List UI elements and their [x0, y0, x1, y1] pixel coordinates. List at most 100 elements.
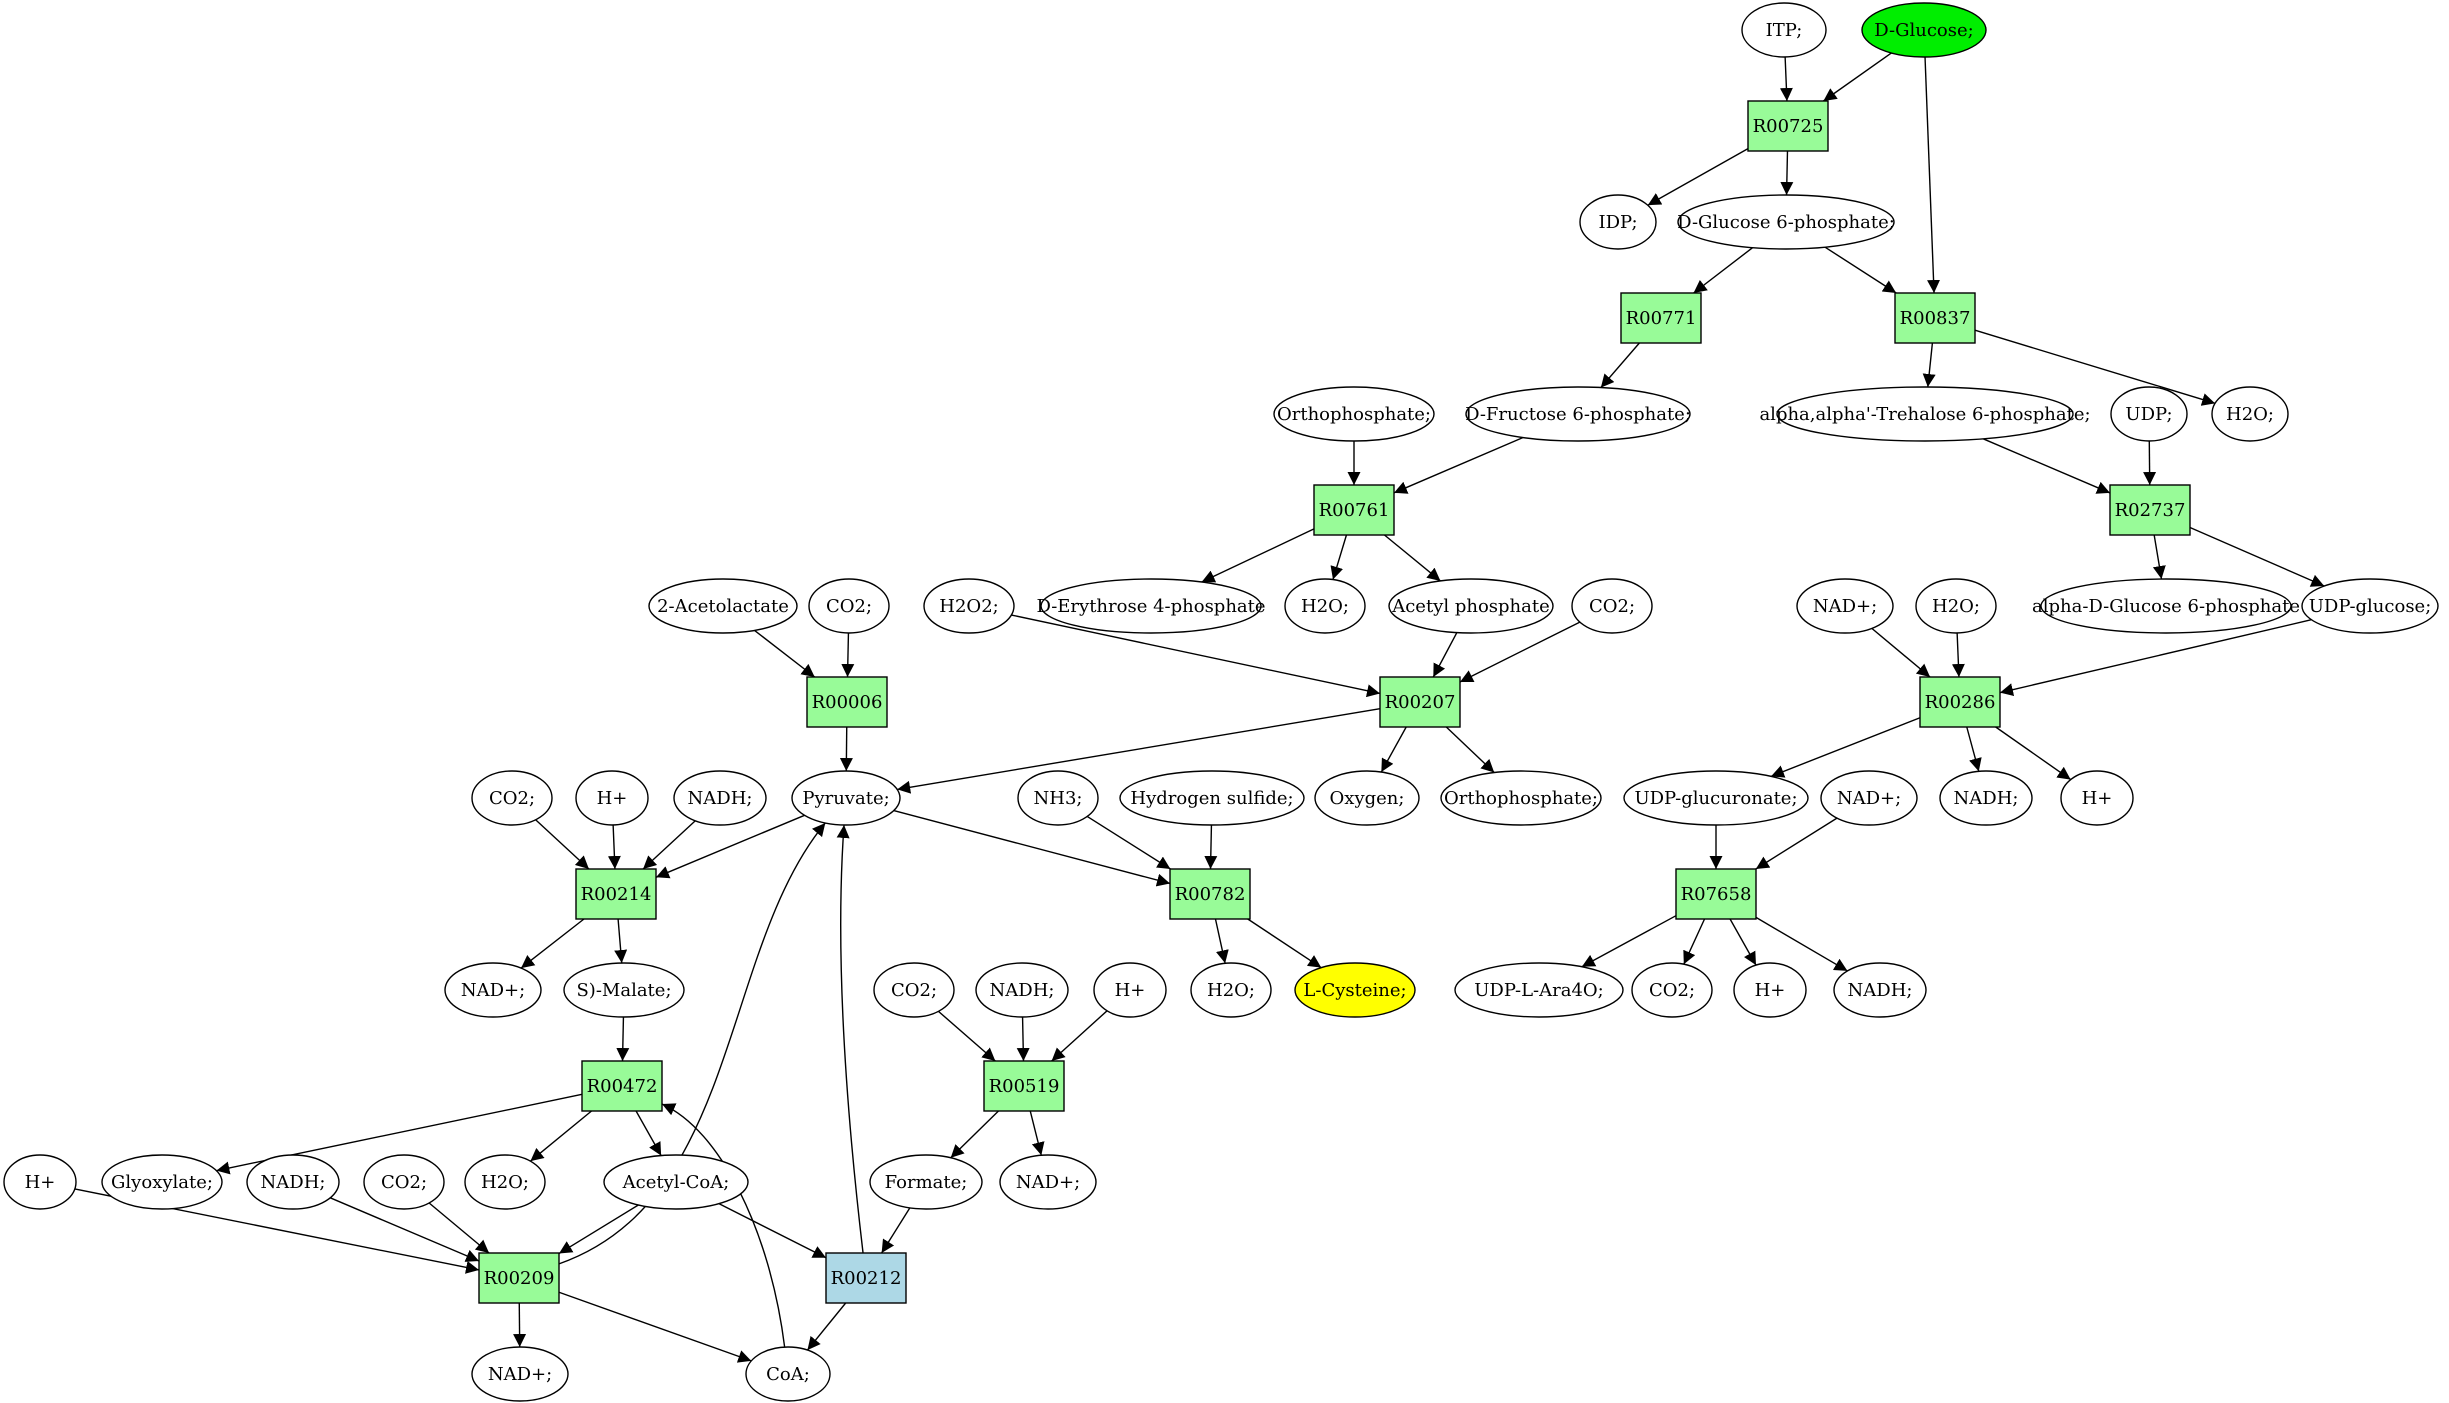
compound-ellipse [471, 1346, 569, 1402]
compound-node-c_hplus_a[interactable]: H+ [575, 770, 649, 826]
compound-node-c_trehalose[interactable]: alpha,alpha'-Trehalose 6-phosphate; [1759, 386, 2091, 442]
compound-node-c_hplus_d[interactable]: H+ [1733, 962, 1807, 1018]
reaction-node-r_R00286[interactable]: R00286 [1919, 676, 2001, 728]
compound-node-c_h2s[interactable]: Hydrogen sulfide; [1119, 770, 1305, 826]
reaction-node-r_R00006[interactable]: R00006 [806, 676, 888, 728]
compound-node-c_h2o2[interactable]: H2O2; [923, 578, 1015, 634]
compound-node-c_h2o_c[interactable]: H2O; [1915, 578, 1997, 634]
edge-c_h2o_c-to-r_R00286 [1951, 632, 1965, 678]
edge-r_R00725-to-c_idp [1647, 147, 1749, 206]
node-label: ITP; [1766, 20, 1803, 41]
compound-node-c_co2_a[interactable]: CO2; [808, 578, 890, 634]
edge-c_g6p-to-r_R00771 [1693, 247, 1753, 294]
compound-node-c_h2o_d[interactable]: H2O; [1190, 962, 1272, 1018]
compound-node-c_nadh_e[interactable]: NADH; [246, 1154, 340, 1210]
compound-ellipse [1939, 770, 2033, 826]
compound-node-c_udpgluc[interactable]: UDP-glucuronate; [1623, 770, 1809, 826]
compound-node-c_udpara[interactable]: UDP-L-Ara4O; [1454, 962, 1624, 1018]
compound-node-c_nh3[interactable]: NH3; [1017, 770, 1099, 826]
node-label: Acetyl phosphate [1391, 596, 1550, 617]
edge-r_R00207-to-c_ortho2 [1445, 726, 1495, 774]
compound-node-c_acoa[interactable]: Acetyl-CoA; [603, 1154, 749, 1210]
node-label: R00472 [587, 1076, 658, 1097]
node-label: Oxygen; [1330, 788, 1405, 809]
compound-node-c_nadh_b[interactable]: NADH; [1939, 770, 2033, 826]
compound-node-c_udpglc[interactable]: UDP-glucose; [2301, 578, 2439, 634]
compound-node-c_h2o_b[interactable]: H2O; [1284, 578, 1366, 634]
compound-node-c_adg6p[interactable]: alpha-D-Glucose 6-phosphate [2032, 578, 2300, 634]
node-label: R00761 [1319, 500, 1390, 521]
edge-c_nadh_e-to-r_R00209 [329, 1197, 480, 1262]
compound-ellipse [444, 962, 542, 1018]
reaction-node-r_R00837[interactable]: R00837 [1894, 292, 1976, 344]
node-label: Hydrogen sulfide; [1130, 788, 1293, 809]
reaction-node-r_R00209[interactable]: R00209 [478, 1252, 560, 1304]
compound-node-c_dglucose[interactable]: D-Glucose; [1861, 2, 1987, 58]
compound-node-c_coa[interactable]: CoA; [745, 1346, 831, 1402]
compound-node-c_nad_e[interactable]: NAD+; [471, 1346, 569, 1402]
compound-node-c_nad_a[interactable]: NAD+; [1796, 578, 1894, 634]
compound-node-c_nad_b[interactable]: NAD+; [1820, 770, 1918, 826]
compound-node-c_h2o_e[interactable]: H2O; [464, 1154, 546, 1210]
node-label: Glyoxylate; [111, 1172, 213, 1193]
compound-node-c_nadh_c[interactable]: NADH; [975, 962, 1069, 1018]
compound-node-c_smalate[interactable]: S)-Malate; [563, 962, 685, 1018]
compound-node-c_idp[interactable]: IDP; [1579, 194, 1657, 250]
reaction-node-r_R00207[interactable]: R00207 [1379, 676, 1461, 728]
node-label: IDP; [1598, 212, 1637, 233]
compound-node-c_acp[interactable]: Acetyl phosphate [1388, 578, 1554, 634]
compound-node-c_co2_c[interactable]: CO2; [471, 770, 553, 826]
edge-r_R00214-to-c_nad_c [520, 918, 585, 969]
compound-node-c_e4p[interactable]: D-Erythrose 4-phosphate [1036, 578, 1266, 634]
compound-node-c_formate[interactable]: Formate; [869, 1154, 983, 1210]
edge-r_R00761-to-c_e4p [1201, 528, 1315, 583]
reaction-node-r_R00771[interactable]: R00771 [1620, 292, 1702, 344]
compound-node-c_h2o_a[interactable]: H2O; [2211, 386, 2289, 442]
compound-ellipse [999, 1154, 1097, 1210]
compound-node-c_hplus_c[interactable]: H+ [1093, 962, 1167, 1018]
compound-node-c_nad_d[interactable]: NAD+; [999, 1154, 1097, 1210]
compound-node-c_lcys[interactable]: L-Cysteine; [1294, 962, 1416, 1018]
reaction-node-r_R07658[interactable]: R07658 [1675, 868, 1757, 920]
compound-node-c_hplus_b[interactable]: H+ [2060, 770, 2134, 826]
compound-node-c_f6p[interactable]: D-Fructose 6-phosphate; [1465, 386, 1691, 442]
compound-node-c_hplus_e[interactable]: H+ [3, 1154, 77, 1210]
compound-node-c_glyox[interactable]: Glyoxylate; [101, 1154, 223, 1210]
edge-r_R00472-to-c_h2o_e [529, 1110, 592, 1162]
compound-ellipse [1465, 386, 1691, 442]
compound-node-c_2acet[interactable]: 2-Acetolactate [648, 578, 798, 634]
compound-ellipse [1294, 962, 1416, 1018]
compound-node-c_g6p[interactable]: D-Glucose 6-phosphate; [1677, 194, 1895, 250]
reaction-node-r_R00782[interactable]: R00782 [1169, 868, 1251, 920]
compound-node-c_co2_f[interactable]: CO2; [363, 1154, 445, 1210]
node-label: UDP; [2125, 404, 2172, 425]
compound-ellipse [1796, 578, 1894, 634]
edge-r_R00837-to-c_trehalose [1922, 342, 1936, 388]
compound-node-c_nadh_a[interactable]: NADH; [673, 770, 767, 826]
compound-node-c_ortho2[interactable]: Orthophosphate; [1440, 770, 1602, 826]
reaction-node-r_R00214[interactable]: R00214 [575, 868, 657, 920]
compound-node-c_itp[interactable]: ITP; [1741, 2, 1827, 58]
compound-node-c_co2_e[interactable]: CO2; [1631, 962, 1713, 1018]
edge-c_dglucose-to-r_R00725 [1823, 52, 1892, 102]
reaction-node-r_R00761[interactable]: R00761 [1313, 484, 1395, 536]
node-label: NAD+; [488, 1364, 552, 1385]
compound-node-c_pyruvate[interactable]: Pyruvate; [791, 770, 901, 826]
reaction-node-r_R00519[interactable]: R00519 [983, 1060, 1065, 1112]
compound-node-c_udp[interactable]: UDP; [2110, 386, 2188, 442]
edge-r_R00212-to-c_coa [806, 1302, 847, 1351]
compound-node-c_nad_c[interactable]: NAD+; [444, 962, 542, 1018]
compound-node-c_oxygen[interactable]: Oxygen; [1314, 770, 1420, 826]
edge-c_nadh_c-to-r_R00519 [1016, 1016, 1030, 1062]
reaction-node-r_R00212[interactable]: R00212 [825, 1252, 907, 1304]
compound-node-c_ortho1[interactable]: Orthophosphate; [1273, 386, 1435, 442]
compound-ellipse [3, 1154, 77, 1210]
compound-node-c_nadh_d[interactable]: NADH; [1833, 962, 1927, 1018]
node-label: H2O; [2226, 404, 2274, 425]
reaction-node-r_R02737[interactable]: R02737 [2109, 484, 2191, 536]
reaction-node-r_R00725[interactable]: R00725 [1747, 100, 1829, 152]
edge-c_trehalose-to-r_R02737 [1982, 438, 2111, 494]
compound-node-c_co2_d[interactable]: CO2; [873, 962, 955, 1018]
compound-node-c_co2_b[interactable]: CO2; [1571, 578, 1653, 634]
reaction-node-r_R00472[interactable]: R00472 [581, 1060, 663, 1112]
